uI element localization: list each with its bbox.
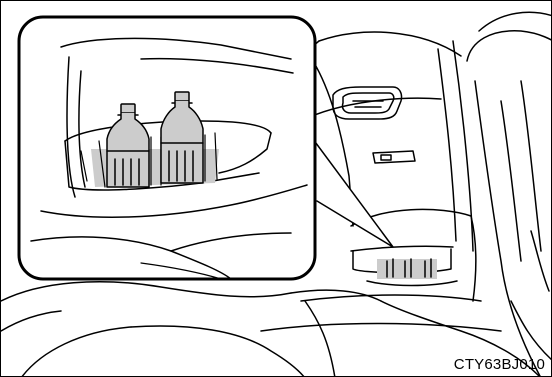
- right-seat: [467, 12, 552, 377]
- scene-bottle-holder: [351, 246, 457, 285]
- door-handle: [333, 87, 402, 119]
- callout-leader: [307, 131, 393, 247]
- figure-code: CTY63BJ010: [454, 357, 545, 372]
